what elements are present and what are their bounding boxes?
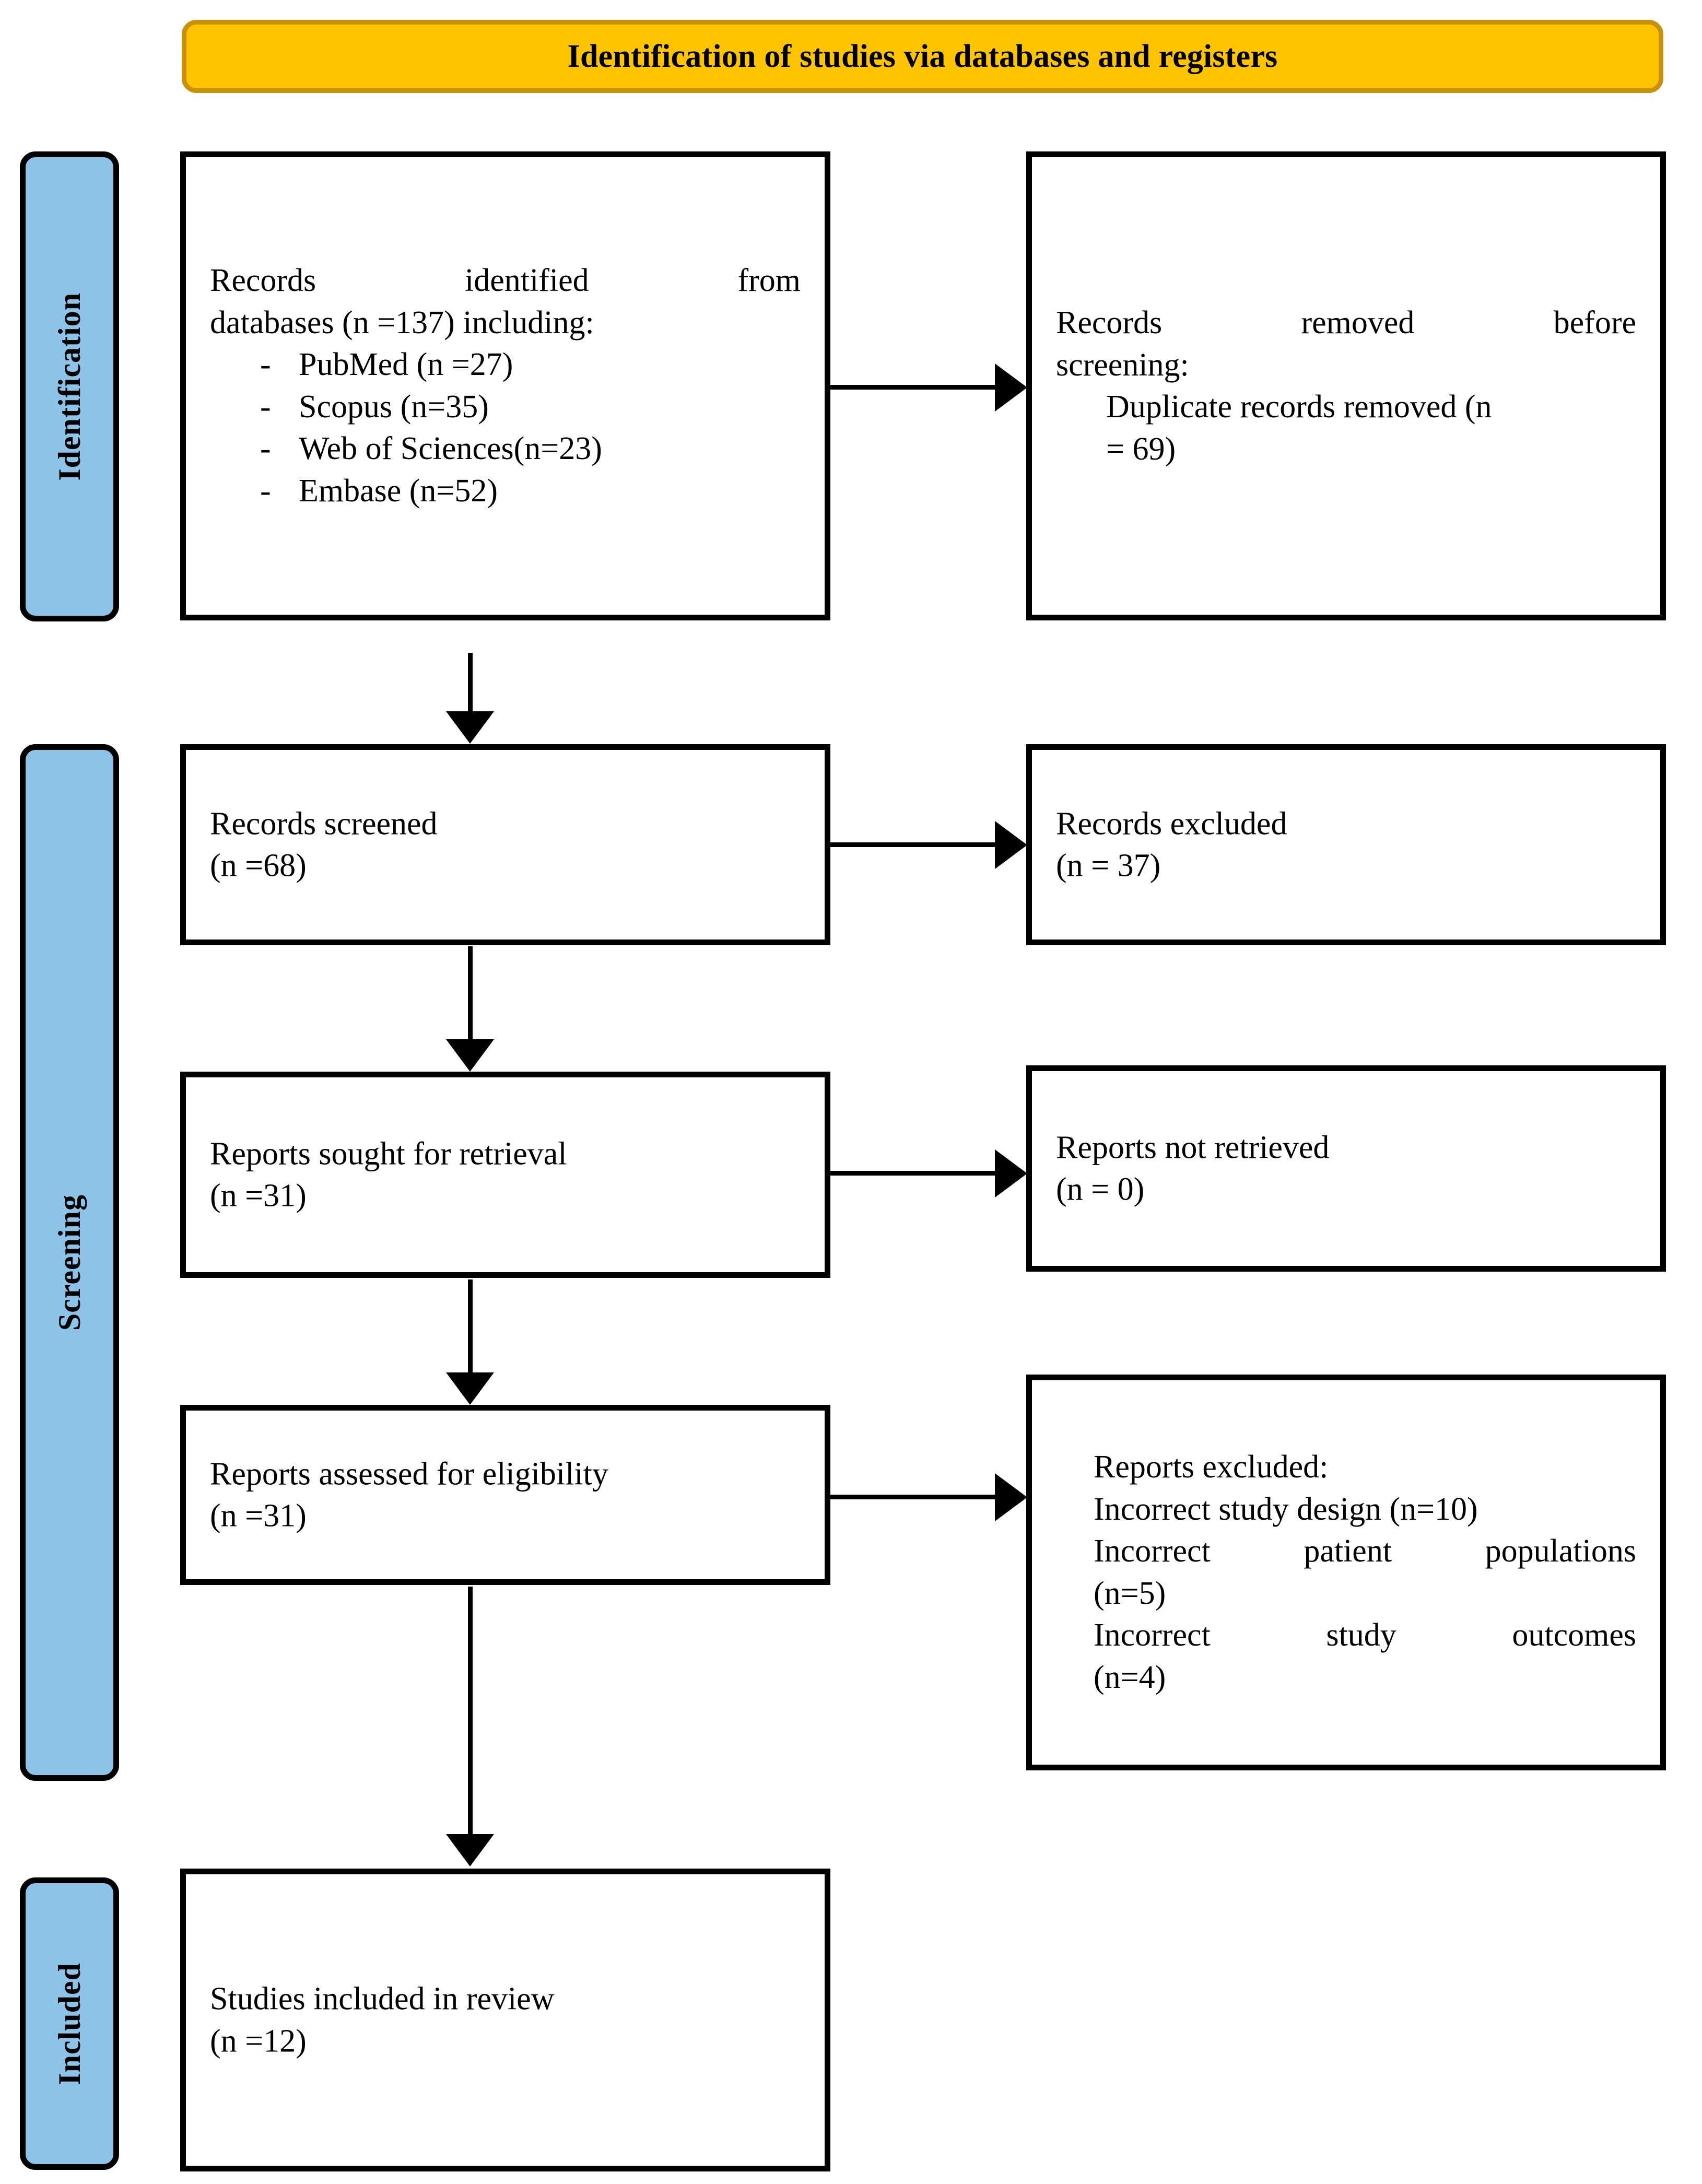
records-removed-line4: = 69): [1106, 431, 1176, 467]
arrow-head-icon: [446, 1039, 494, 1072]
arrow-screened-to-excluded: [830, 842, 997, 847]
box-records-excluded: Records excluded (n = 37): [1026, 744, 1666, 945]
arrow-sought-to-assessed: [468, 1279, 473, 1376]
reports-sought-line2: (n =31): [210, 1178, 307, 1214]
records-screened-line1: Records screened: [210, 805, 438, 841]
arrow-screened-to-sought: [468, 946, 473, 1043]
arrow-head-icon: [995, 363, 1027, 412]
records-identified-line1: Records identified from: [210, 263, 801, 299]
diagram-header-title: Identification of studies via databases …: [567, 38, 1278, 74]
list-item: - Web of Sciences(n=23): [210, 428, 801, 471]
box-records-removed: Records removed before screening: Duplic…: [1026, 151, 1666, 620]
reports-assessed-line1: Reports assessed for eligibility: [210, 1455, 608, 1492]
studies-included-line2: (n =12): [210, 2023, 307, 2059]
list-item-label: Embase (n=52): [299, 473, 498, 509]
stage-label-screening: Screening: [52, 1194, 87, 1331]
list-item-label: PubMed (n =27): [299, 347, 513, 383]
stage-bar-screening: Screening: [20, 744, 119, 1781]
box-reports-assessed: Reports assessed for eligibility (n =31): [180, 1405, 830, 1585]
dash-bullet-icon: -: [260, 389, 271, 425]
box-reports-excluded: Reports excluded: Incorrect study design…: [1026, 1375, 1666, 1770]
dash-bullet-icon: -: [260, 431, 271, 467]
stage-bar-identification: Identification: [20, 151, 119, 621]
reports-not-retrieved-line2: (n = 0): [1056, 1171, 1145, 1207]
reports-sought-line1: Reports sought for retrieval: [210, 1135, 567, 1171]
records-identified-database-list: - PubMed (n =27) - Scopus (n=35) - Web o…: [210, 344, 801, 512]
arrow-head-icon: [446, 1372, 494, 1405]
diagram-header-banner: Identification of studies via databases …: [182, 20, 1663, 93]
box-records-screened: Records screened (n =68): [180, 744, 830, 945]
arrow-sought-to-not-retrieved: [830, 1171, 997, 1176]
list-item: - PubMed (n =27): [210, 344, 801, 386]
list-item-label: Web of Sciences(n=23): [299, 431, 602, 467]
reports-excluded-line3: Incorrect patient populations: [1094, 1533, 1636, 1569]
arrow-head-icon: [446, 711, 494, 744]
box-records-identified: Records identified from databases (n =13…: [180, 151, 830, 620]
box-reports-sought: Reports sought for retrieval (n =31): [180, 1072, 830, 1278]
reports-excluded-line1: Reports excluded:: [1094, 1449, 1329, 1485]
reports-not-retrieved-line1: Reports not retrieved: [1056, 1129, 1330, 1165]
stage-label-identification: Identification: [52, 292, 87, 481]
records-excluded-line2: (n = 37): [1056, 848, 1161, 884]
arrow-assessed-to-included: [468, 1587, 473, 1837]
studies-included-line1: Studies included in review: [210, 1981, 555, 2017]
records-removed-line2: screening:: [1056, 347, 1189, 383]
list-item: - Scopus (n=35): [210, 386, 801, 428]
box-studies-included: Studies included in review (n =12): [180, 1869, 830, 2171]
records-removed-line1: Records removed before: [1056, 304, 1636, 340]
arrow-head-icon: [446, 1834, 494, 1866]
reports-excluded-line6: (n=4): [1094, 1660, 1166, 1696]
stage-bar-included: Included: [20, 1877, 119, 2170]
reports-excluded-line4: (n=5): [1094, 1576, 1166, 1611]
reports-excluded-line2: Incorrect study design (n=10): [1094, 1491, 1478, 1527]
arrow-head-icon: [995, 1149, 1027, 1197]
list-item: - Embase (n=52): [210, 470, 801, 512]
records-screened-line2: (n =68): [210, 848, 307, 884]
dash-bullet-icon: -: [260, 473, 271, 509]
arrow-identified-to-removed: [830, 385, 997, 390]
records-identified-line2: databases (n =137) including:: [210, 304, 594, 340]
stage-label-included: Included: [52, 1962, 87, 2085]
arrow-assessed-to-excluded: [830, 1495, 997, 1499]
box-reports-not-retrieved: Reports not retrieved (n = 0): [1026, 1065, 1666, 1272]
arrow-identified-to-screened: [468, 653, 473, 715]
list-item-label: Scopus (n=35): [299, 389, 489, 425]
dash-bullet-icon: -: [260, 347, 271, 383]
records-excluded-line1: Records excluded: [1056, 805, 1287, 841]
records-removed-line3: Duplicate records removed (n: [1106, 389, 1492, 425]
arrow-head-icon: [995, 1473, 1027, 1521]
reports-assessed-line2: (n =31): [210, 1498, 307, 1534]
arrow-head-icon: [995, 821, 1027, 869]
reports-excluded-line5: Incorrect study outcomes: [1094, 1617, 1636, 1653]
